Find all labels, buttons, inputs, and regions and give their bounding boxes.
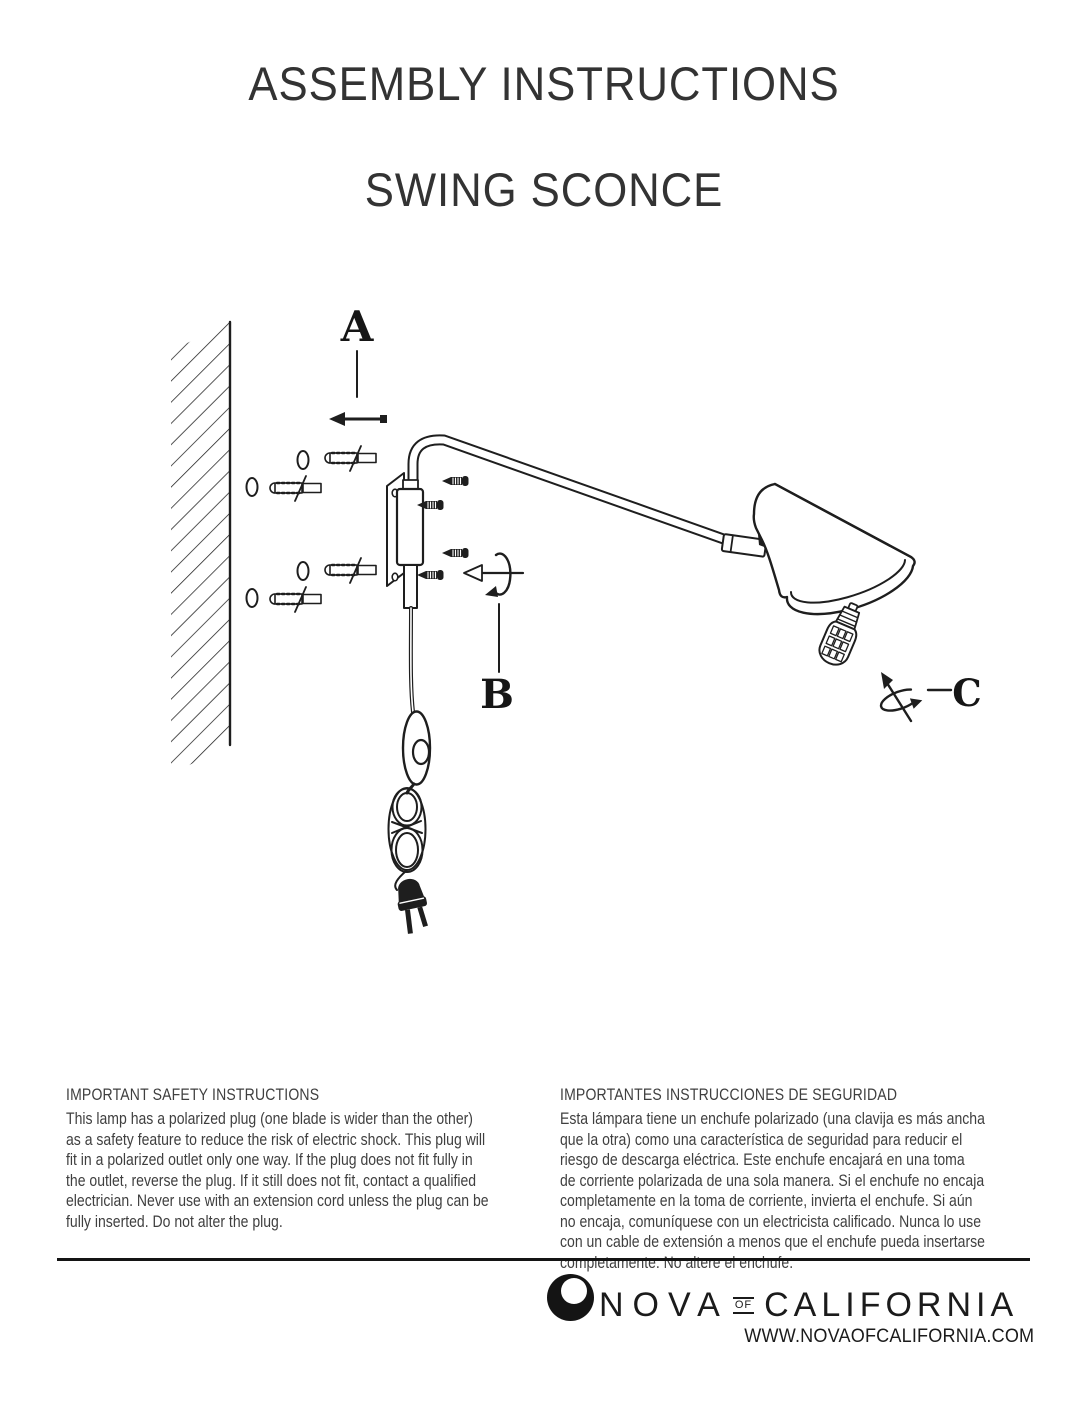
brand-word-of: OF <box>732 1297 755 1314</box>
mounting-screw-icon <box>416 569 445 581</box>
swivel-housing <box>395 479 425 609</box>
brand-word-nova: NOVA <box>599 1286 729 1324</box>
wall-anchor-icon <box>323 444 378 473</box>
shade-inner-rim <box>789 559 906 604</box>
brand-wordmark: NOVA OF CALIFORNIA <box>599 1286 1018 1325</box>
safety-heading-en: IMPORTANT SAFETY INSTRUCTIONS <box>66 1086 320 1104</box>
wall-hatching <box>171 320 232 774</box>
brand-website: WWW.NOVAOFCALIFORNIA.COM <box>743 1326 1034 1347</box>
power-plug-icon <box>397 878 428 934</box>
power-cord <box>387 606 432 934</box>
drill-hole <box>245 588 259 608</box>
footer-divider <box>57 1258 1030 1261</box>
step-label-a: A <box>340 302 375 351</box>
mounting-screw-icon <box>441 475 470 487</box>
safety-instructions-en: IMPORTANT SAFETY INSTRUCTIONS This lamp … <box>66 1086 686 1232</box>
step-label-b: B <box>480 671 514 718</box>
wall-anchor-icon <box>268 474 323 503</box>
brand-word-california: CALIFORNIA <box>764 1286 1019 1324</box>
drill-hole <box>245 477 259 497</box>
step-label-c: C <box>952 671 981 715</box>
mounting-screw-icon <box>441 547 470 559</box>
cord-coil <box>387 787 427 873</box>
drill-hole <box>296 450 310 470</box>
safety-body-en: This lamp has a polarized plug (one blad… <box>66 1110 489 1231</box>
page-subtitle: SWING SCONCE <box>364 163 724 216</box>
inline-switch <box>401 710 432 786</box>
page-title: ASSEMBLY INSTRUCTIONS <box>248 57 840 110</box>
wall-anchor-icon <box>268 585 323 614</box>
lamp-shade <box>752 482 916 616</box>
rotate-arrow-b-icon <box>463 552 525 597</box>
direction-arrow-a-icon <box>329 412 387 426</box>
rotate-arrow-c-icon <box>879 672 923 723</box>
swing-arm <box>407 434 738 548</box>
safety-instructions-es: IMPORTANTES INSTRUCCIONES DE SEGURIDAD E… <box>560 1086 1088 1273</box>
safety-body-es: Esta lámpara tiene un enchufe polarizado… <box>560 1110 985 1272</box>
brand-logo-icon <box>547 1274 594 1321</box>
light-bulb-icon <box>818 602 861 666</box>
safety-heading-es: IMPORTANTES INSTRUCCIONES DE SEGURIDAD <box>560 1086 898 1104</box>
drill-holes <box>245 450 310 608</box>
wall-anchor-icon <box>323 556 378 585</box>
drill-hole <box>296 561 310 581</box>
